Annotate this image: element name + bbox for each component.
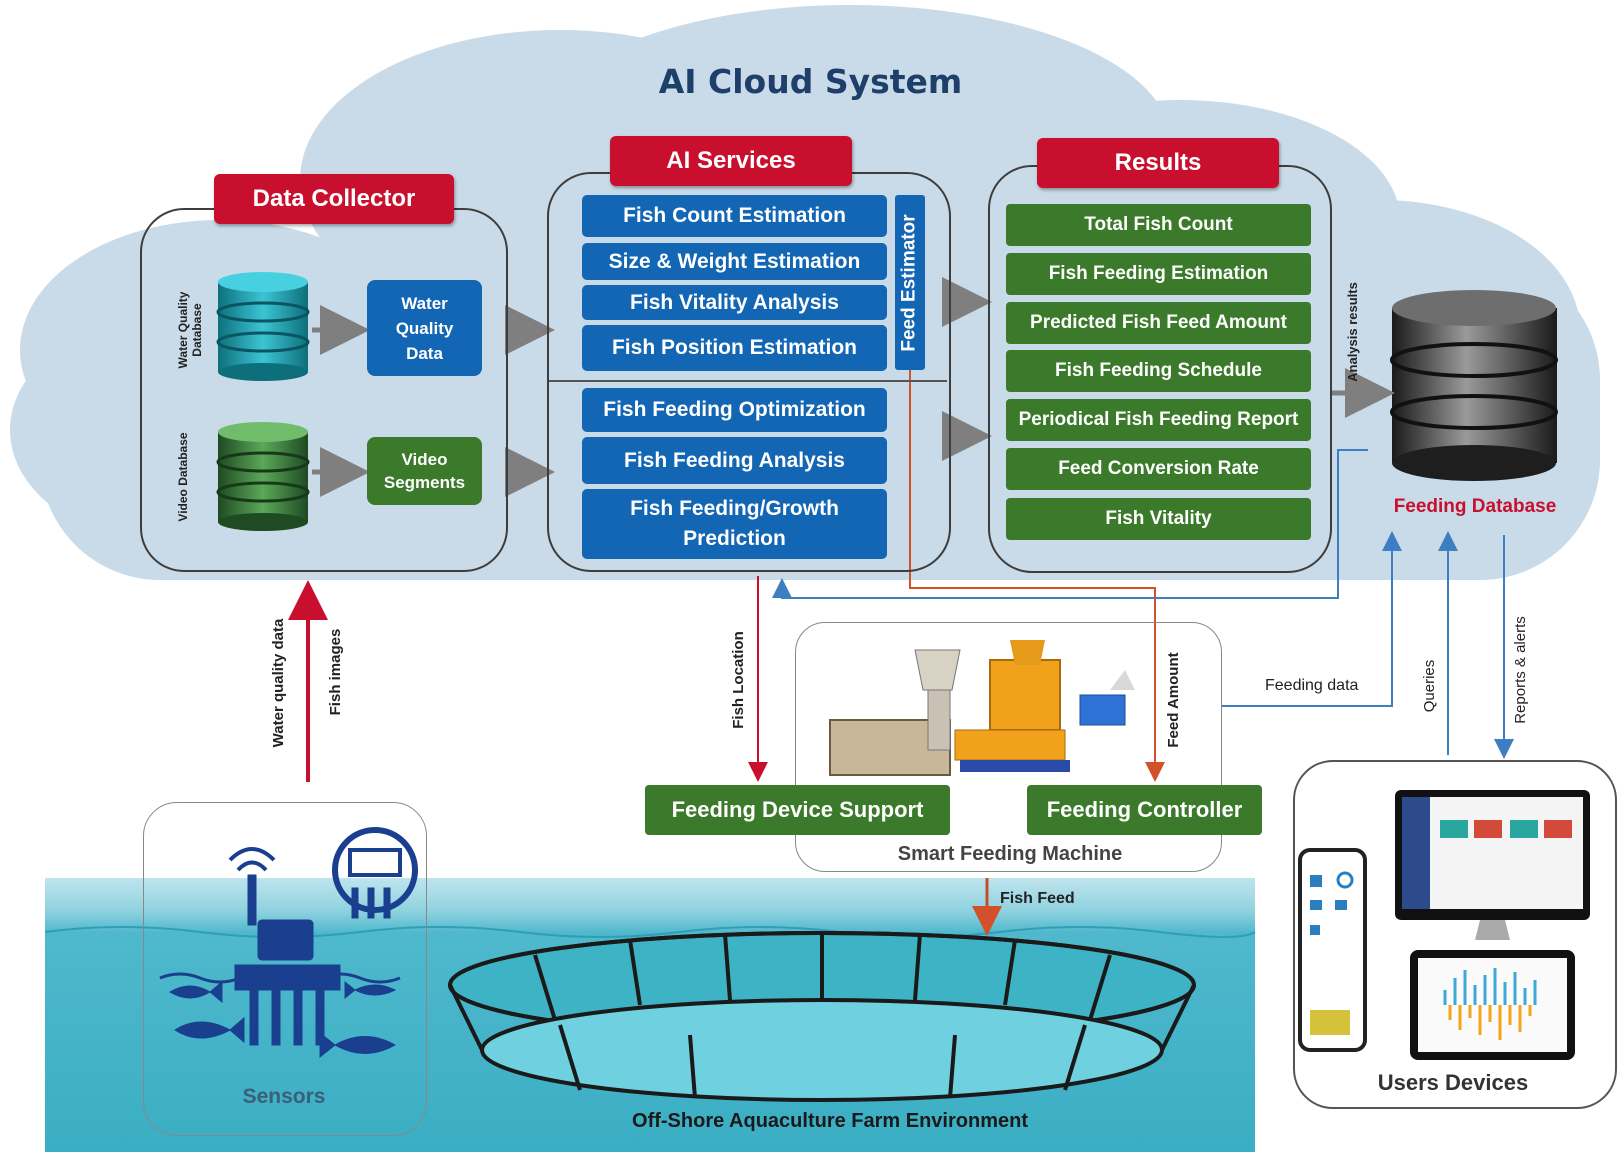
- fish-feed-flow-label: Fish Feed: [1000, 890, 1075, 907]
- user-devices-illustration: [1298, 790, 1590, 1060]
- ai-service-feed-estimator: Feed Estimator: [895, 195, 925, 370]
- feeding-device-support: Feeding Device Support: [645, 785, 950, 835]
- water-quality-database-icon: [216, 272, 310, 381]
- fish-location-flow-label: Fish Location: [730, 631, 747, 729]
- ai-service-fish-position-estimation: Fish Position Estimation: [582, 325, 887, 371]
- users-devices-panel: [1293, 760, 1617, 1109]
- fish-images-flow-label: Fish images: [327, 628, 344, 716]
- feed-estimator-label: Feed Estimator: [899, 213, 921, 352]
- feeding-database-label: Feeding Database: [1393, 496, 1557, 517]
- analysis-results-label: Analysis results: [1345, 282, 1360, 382]
- queries-flow-label: Queries: [1421, 659, 1438, 713]
- video-segments-box: Video Segments: [367, 437, 482, 505]
- ai-service-feeding-growth-prediction: Fish Feeding/Growth Prediction: [582, 489, 887, 559]
- video-database-label: Video Database: [176, 432, 190, 522]
- users-devices-label: Users Devices: [1377, 1070, 1529, 1095]
- result-feed-conversion-rate: Feed Conversion Rate: [1006, 448, 1311, 490]
- ai-service-fish-feeding-analysis: Fish Feeding Analysis: [582, 437, 887, 484]
- data-collector-tag: Data Collector: [214, 174, 454, 224]
- reports-alerts-flow-label: Reports & alerts: [1512, 616, 1529, 724]
- result-periodical-feeding-report: Periodical Fish Feeding Report: [1006, 399, 1311, 441]
- water-quality-database-label: Water Quality Database: [176, 291, 204, 369]
- sensors-panel: [143, 802, 427, 1136]
- feeding-data-flow-label: Feeding data: [1265, 677, 1359, 694]
- result-predicted-feed-amount: Predicted Fish Feed Amount: [1006, 302, 1311, 344]
- result-fish-vitality: Fish Vitality: [1006, 498, 1311, 540]
- water-quality-data-box: Water Quality Data: [367, 280, 482, 376]
- ai-service-fish-count-estimation: Fish Count Estimation: [582, 195, 887, 237]
- sensors-label: Sensors: [242, 1085, 326, 1108]
- results-tag: Results: [1037, 138, 1279, 188]
- ai-services-tag: AI Services: [610, 136, 852, 186]
- ai-service-size-weight-estimation: Size & Weight Estimation: [582, 243, 887, 280]
- fish-cage-illustration: [448, 931, 1196, 1102]
- water-quality-data-flow-label: Water quality data: [270, 618, 287, 748]
- farm-environment-label: Off-Shore Aquaculture Farm Environment: [632, 1110, 1028, 1132]
- feeding-machine-illustration: [829, 640, 1135, 776]
- ai-service-fish-feeding-optimization: Fish Feeding Optimization: [582, 388, 887, 432]
- result-total-fish-count: Total Fish Count: [1006, 204, 1311, 246]
- smart-feeding-machine-panel: [795, 622, 1222, 872]
- feeding-database-icon: [1390, 290, 1558, 481]
- sensor-device-icon: [159, 827, 418, 1059]
- result-fish-feeding-estimation: Fish Feeding Estimation: [1006, 253, 1311, 295]
- smart-feeding-machine-label: Smart Feeding Machine: [897, 843, 1123, 865]
- result-fish-feeding-schedule: Fish Feeding Schedule: [1006, 350, 1311, 392]
- ai-service-fish-vitality-analysis: Fish Vitality Analysis: [582, 285, 887, 320]
- video-database-icon: [216, 422, 310, 531]
- feeding-controller: Feeding Controller: [1027, 785, 1262, 835]
- ai-services-divider: [549, 380, 947, 382]
- cloud-title: AI Cloud System: [658, 62, 963, 101]
